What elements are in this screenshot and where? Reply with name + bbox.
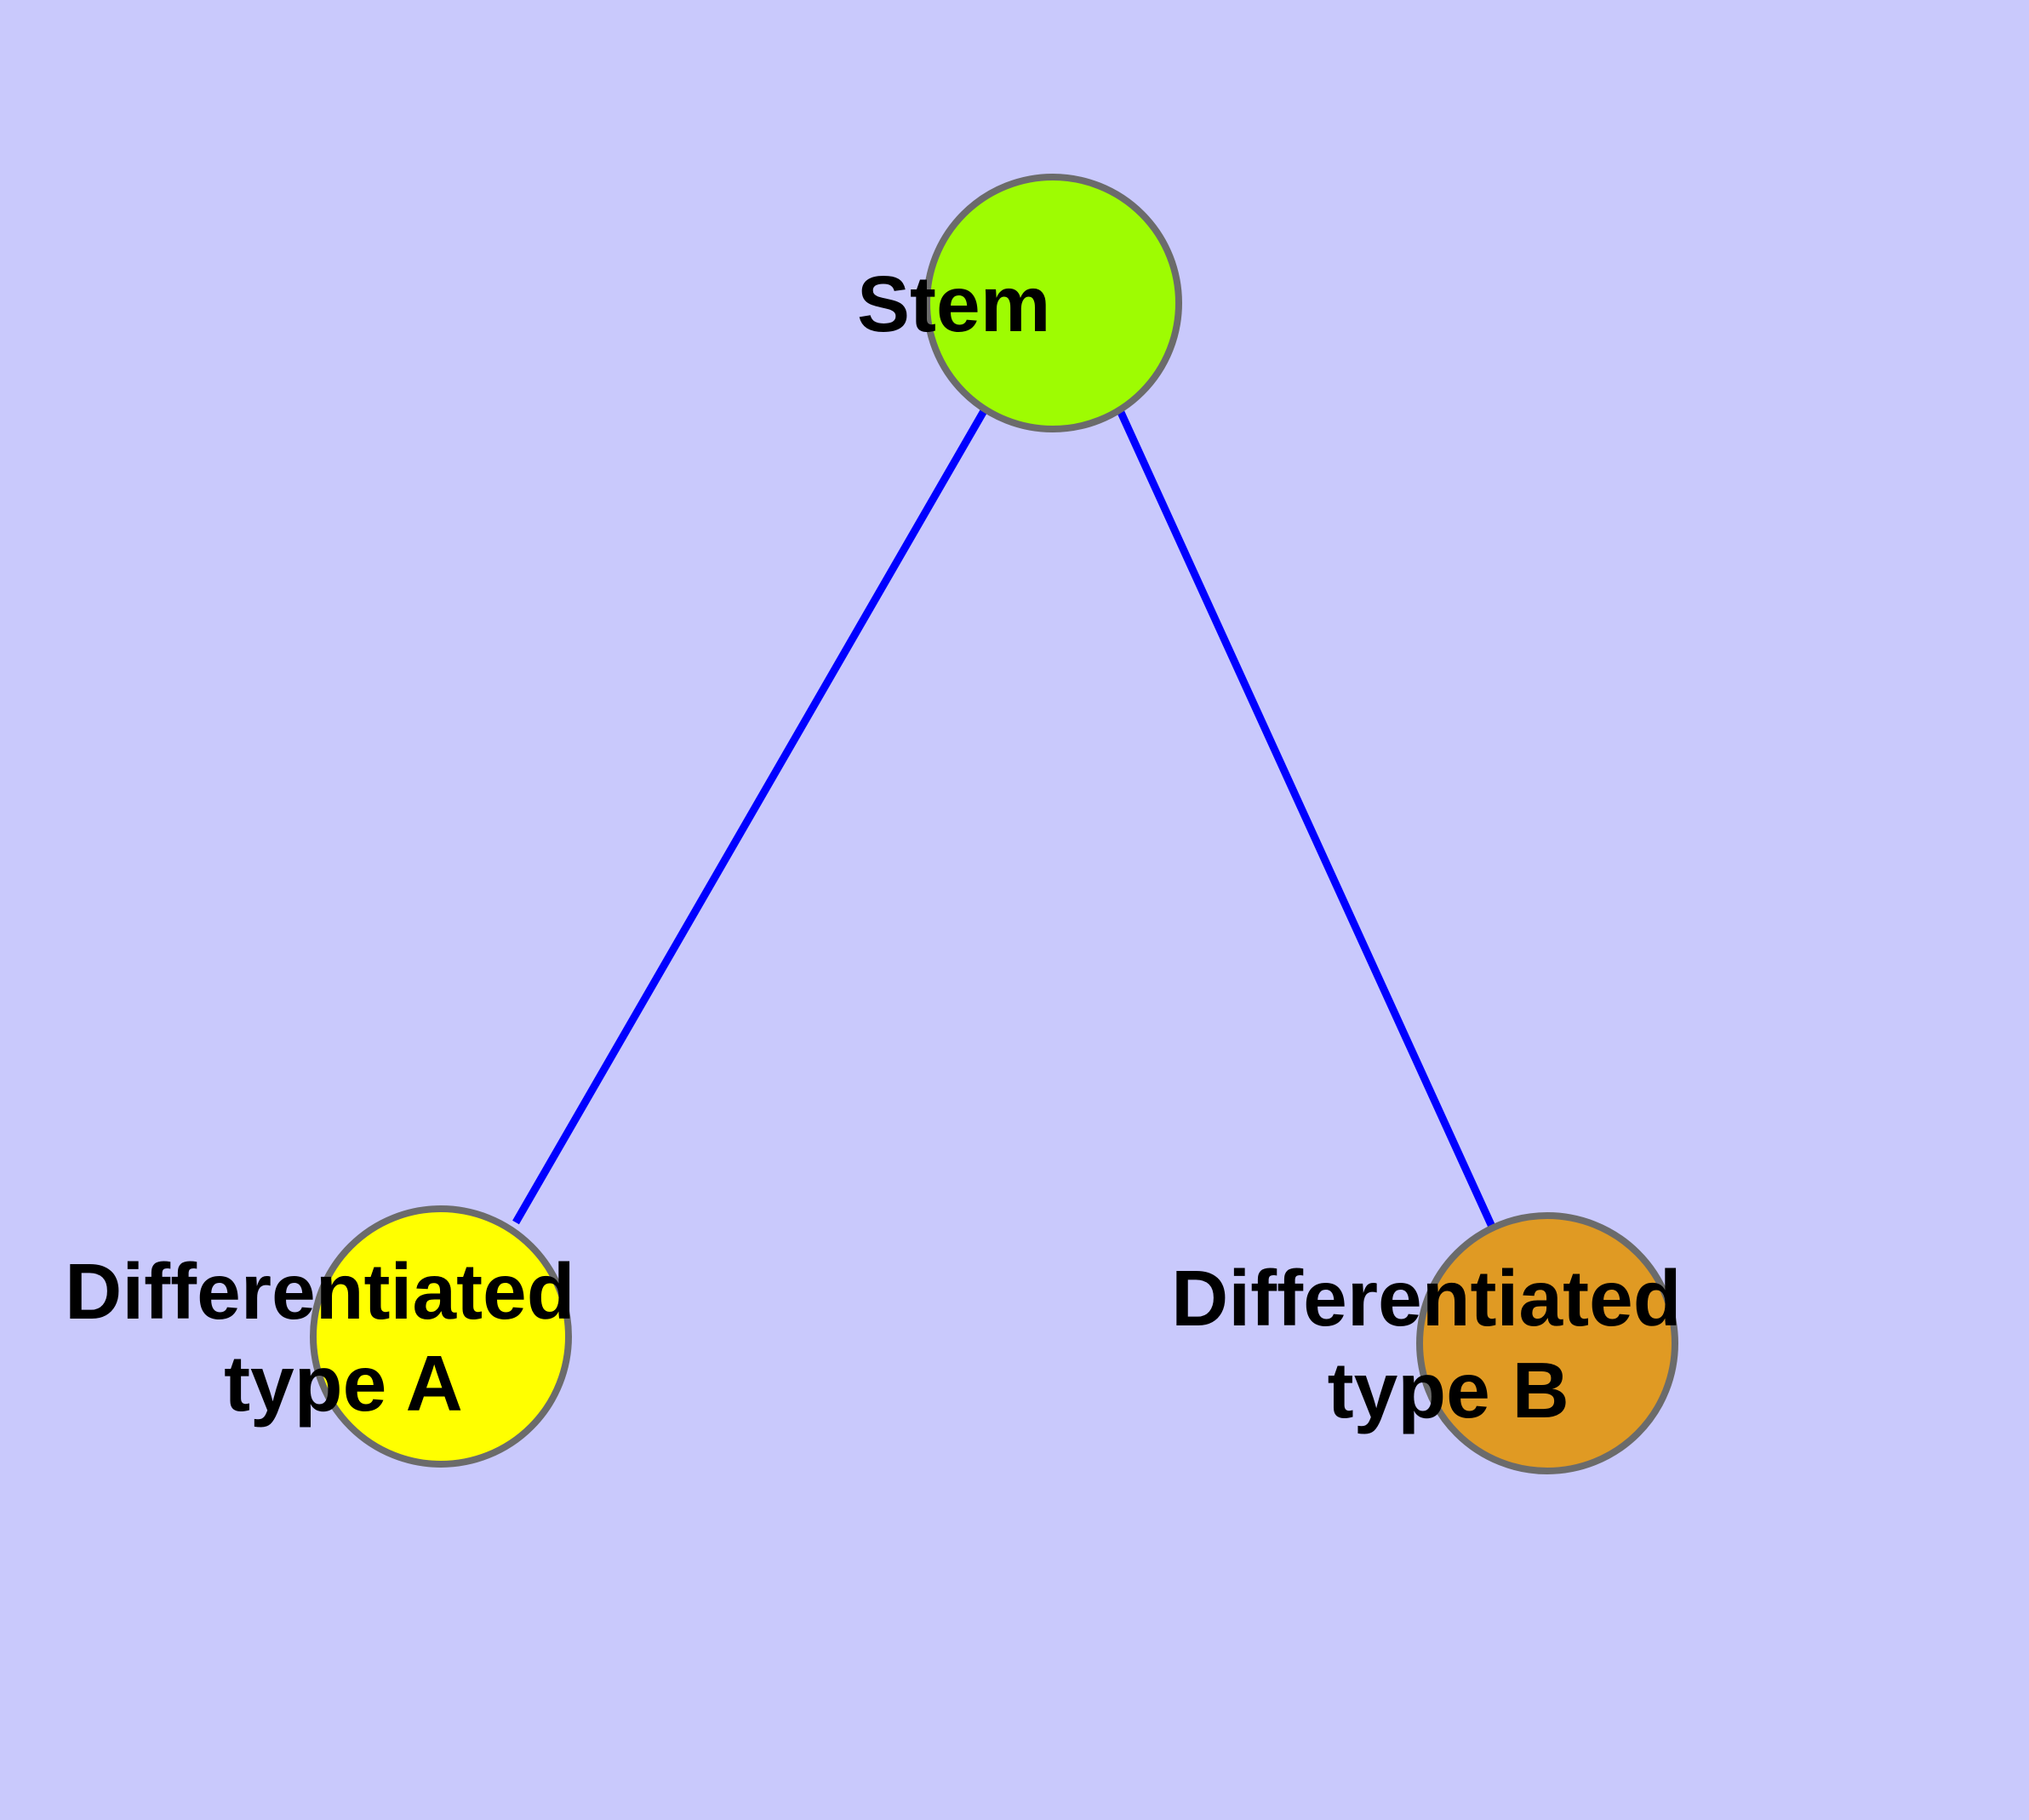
node-differentiated-type-a-label-line-1: Differentiated [65,1247,574,1336]
node-stem-label-line-1: Stem [857,260,1050,348]
node-differentiated-type-a[interactable]: Differentiated type A [0,0,817,1468]
node-stem-label: Stem [0,0,1249,348]
node-differentiated-type-a-label: Differentiated type A [0,0,817,1428]
node-differentiated-type-b-label-line-1: Differentiated [1171,1254,1681,1342]
edge-layer [512,407,1496,1228]
node-layer: Stem Differentiated type A Differentiate… [0,0,1923,1474]
node-differentiated-type-a-circle[interactable] [310,1205,572,1468]
node-differentiated-type-b-label: Differentiated type B [1171,1254,1681,1434]
node-stem-circle[interactable] [923,174,1182,432]
node-differentiated-type-b-circle[interactable] [1416,1212,1678,1474]
node-stem[interactable]: Stem [0,0,1249,432]
edge-stem-to-differentiated-type-a[interactable] [512,407,988,1225]
edge-stem-to-differentiated-type-b[interactable] [1115,407,1496,1228]
node-differentiated-type-a-label-line-2: type A [224,1339,461,1428]
node-differentiated-type-b[interactable]: Differentiated type B [0,0,1923,1474]
node-differentiated-type-b-label-line-2: type B [1328,1346,1569,1434]
